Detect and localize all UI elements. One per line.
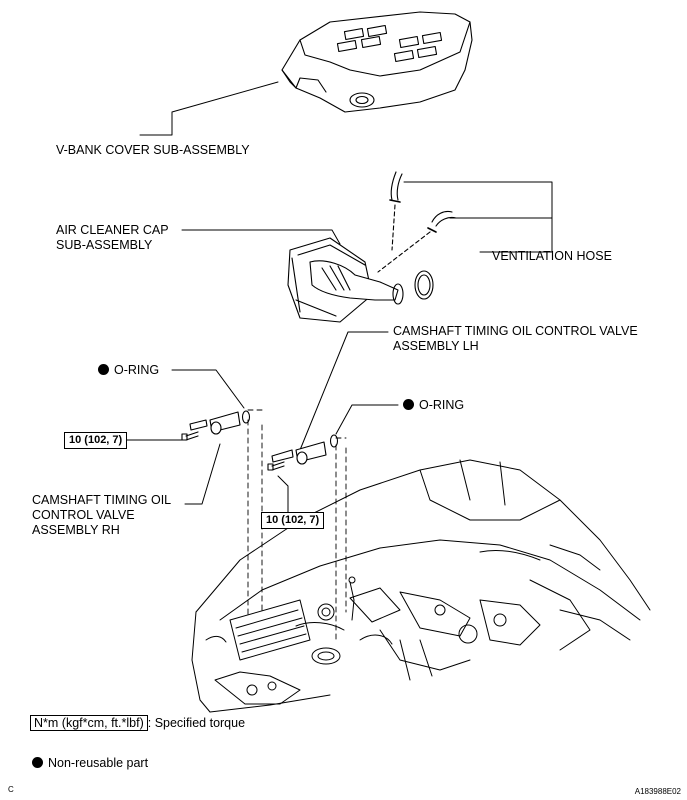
ocv-rh-label-line2: CONTROL VALVE bbox=[32, 508, 135, 522]
ocv-rh-illustration bbox=[181, 411, 241, 441]
ocv-rh-leader-line bbox=[184, 443, 221, 505]
air-cleaner-leader-line bbox=[181, 229, 341, 245]
o-ring-left-leader bbox=[171, 369, 245, 409]
air-cleaner-cap-label-line1: AIR CLEANER CAP bbox=[56, 223, 169, 237]
torque-unit-box: N*m (kgf*cm, ft.*lbf) bbox=[30, 715, 148, 731]
v-bank-leader-line bbox=[139, 81, 279, 136]
ocv-rh-label-line1: CAMSHAFT TIMING OIL bbox=[32, 493, 172, 507]
non-reusable-legend-text: Non-reusable part bbox=[48, 756, 149, 770]
ocv-rh-label-line3: ASSEMBLY RH bbox=[32, 523, 120, 537]
ocv-lh-illustration bbox=[267, 441, 327, 471]
ventilation-hose-illustration bbox=[377, 171, 457, 273]
non-reusable-dot-icon bbox=[32, 757, 43, 768]
torque-right-leader bbox=[277, 475, 289, 513]
ocv-lh-label-line2: ASSEMBLY LH bbox=[393, 339, 479, 353]
o-ring-right-label: O-RING bbox=[403, 398, 464, 413]
o-ring-right-text: O-RING bbox=[419, 398, 465, 412]
o-ring-left-illustration bbox=[241, 410, 251, 424]
ocv-lh-leader-line bbox=[299, 331, 389, 451]
engine-bay-illustration bbox=[191, 459, 651, 713]
figure-id: A183988E02 bbox=[634, 787, 681, 796]
o-ring-right-illustration bbox=[329, 434, 339, 448]
ventilation-hose-label: VENTILATION HOSE bbox=[492, 249, 612, 263]
non-reusable-dot-icon bbox=[403, 399, 414, 410]
install-guide-dashes bbox=[247, 409, 347, 641]
air-cleaner-cap-label-line2: SUB-ASSEMBLY bbox=[56, 238, 153, 252]
v-bank-cover-illustration bbox=[281, 11, 473, 113]
torque-spec-right: 10 (102, 7) bbox=[261, 512, 325, 529]
o-ring-left-label: O-RING bbox=[98, 363, 159, 378]
non-reusable-dot-icon bbox=[98, 364, 109, 375]
ocv-lh-label-line1: CAMSHAFT TIMING OIL CONTROL VALVE bbox=[393, 324, 638, 338]
v-bank-cover-label: V-BANK COVER SUB-ASSEMBLY bbox=[56, 143, 250, 157]
corner-letter: C bbox=[8, 785, 14, 794]
torque-legend: N*m (kgf*cm, ft.*lbf): Specified torque bbox=[30, 715, 246, 731]
torque-spec-left: 10 (102, 7) bbox=[64, 432, 128, 449]
non-reusable-legend: Non-reusable part bbox=[32, 756, 148, 771]
ventilation-hose-leader bbox=[403, 181, 553, 253]
o-ring-left-text: O-RING bbox=[114, 363, 160, 377]
air-cleaner-cap-illustration bbox=[287, 237, 434, 323]
o-ring-right-leader bbox=[335, 404, 399, 435]
torque-legend-desc: : Specified torque bbox=[147, 716, 246, 730]
